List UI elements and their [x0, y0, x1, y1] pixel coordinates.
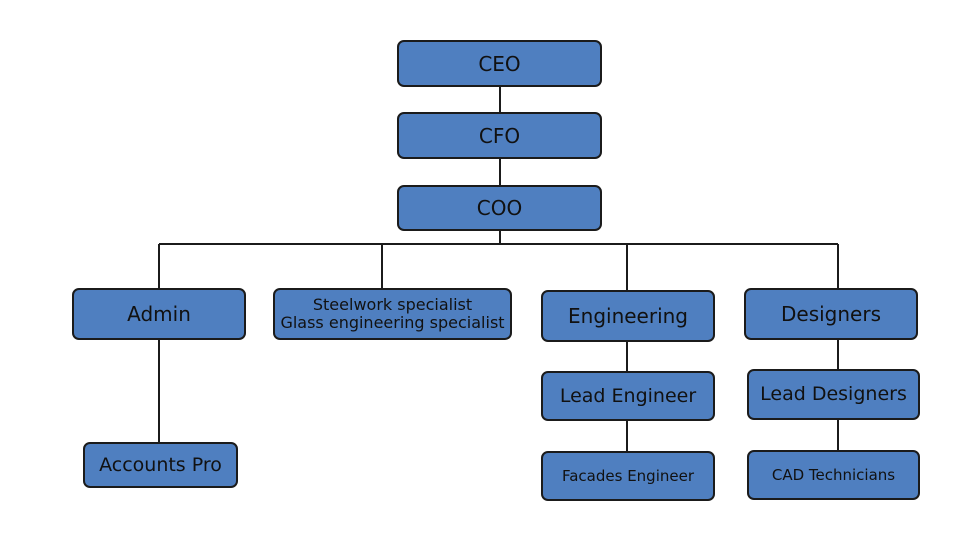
lead-designers-label: Lead Designers	[760, 383, 907, 406]
lead-engineer-box: Lead Engineer	[541, 371, 715, 421]
admin-label: Admin	[127, 302, 191, 326]
facades-engineer-box: Facades Engineer	[541, 451, 715, 501]
ceo-label: CEO	[478, 51, 521, 76]
specialists-box: Steelwork specialist Glass engineering s…	[273, 288, 512, 340]
cfo-label: CFO	[478, 123, 521, 148]
accounts-pro-label: Accounts Pro	[99, 453, 222, 476]
specialist-label-glass: Glass engineering specialist	[280, 313, 505, 332]
coo-box: COO	[397, 185, 602, 231]
specialist-label-steelwork: Steelwork specialist	[312, 295, 473, 315]
cad-technicians-label: CAD Technicians	[771, 465, 896, 484]
ceo-box: CEO	[397, 40, 602, 87]
engineering-label: Engineering	[568, 304, 688, 328]
engineering-box: Engineering	[541, 290, 715, 342]
coo-label: COO	[476, 196, 523, 220]
designers-label: Designers	[781, 302, 881, 326]
designers-box: Designers	[744, 288, 918, 340]
lead-engineer-label: Lead Engineer	[559, 384, 697, 407]
facades-engineer-label: Facades Engineer	[561, 466, 695, 485]
cad-technicians-box: CAD Technicians	[747, 450, 920, 500]
accounts-pro-box: Accounts Pro	[83, 442, 238, 488]
cfo-box: CFO	[397, 112, 602, 159]
lead-designers-box: Lead Designers	[747, 369, 920, 420]
admin-box: Admin	[72, 288, 246, 340]
